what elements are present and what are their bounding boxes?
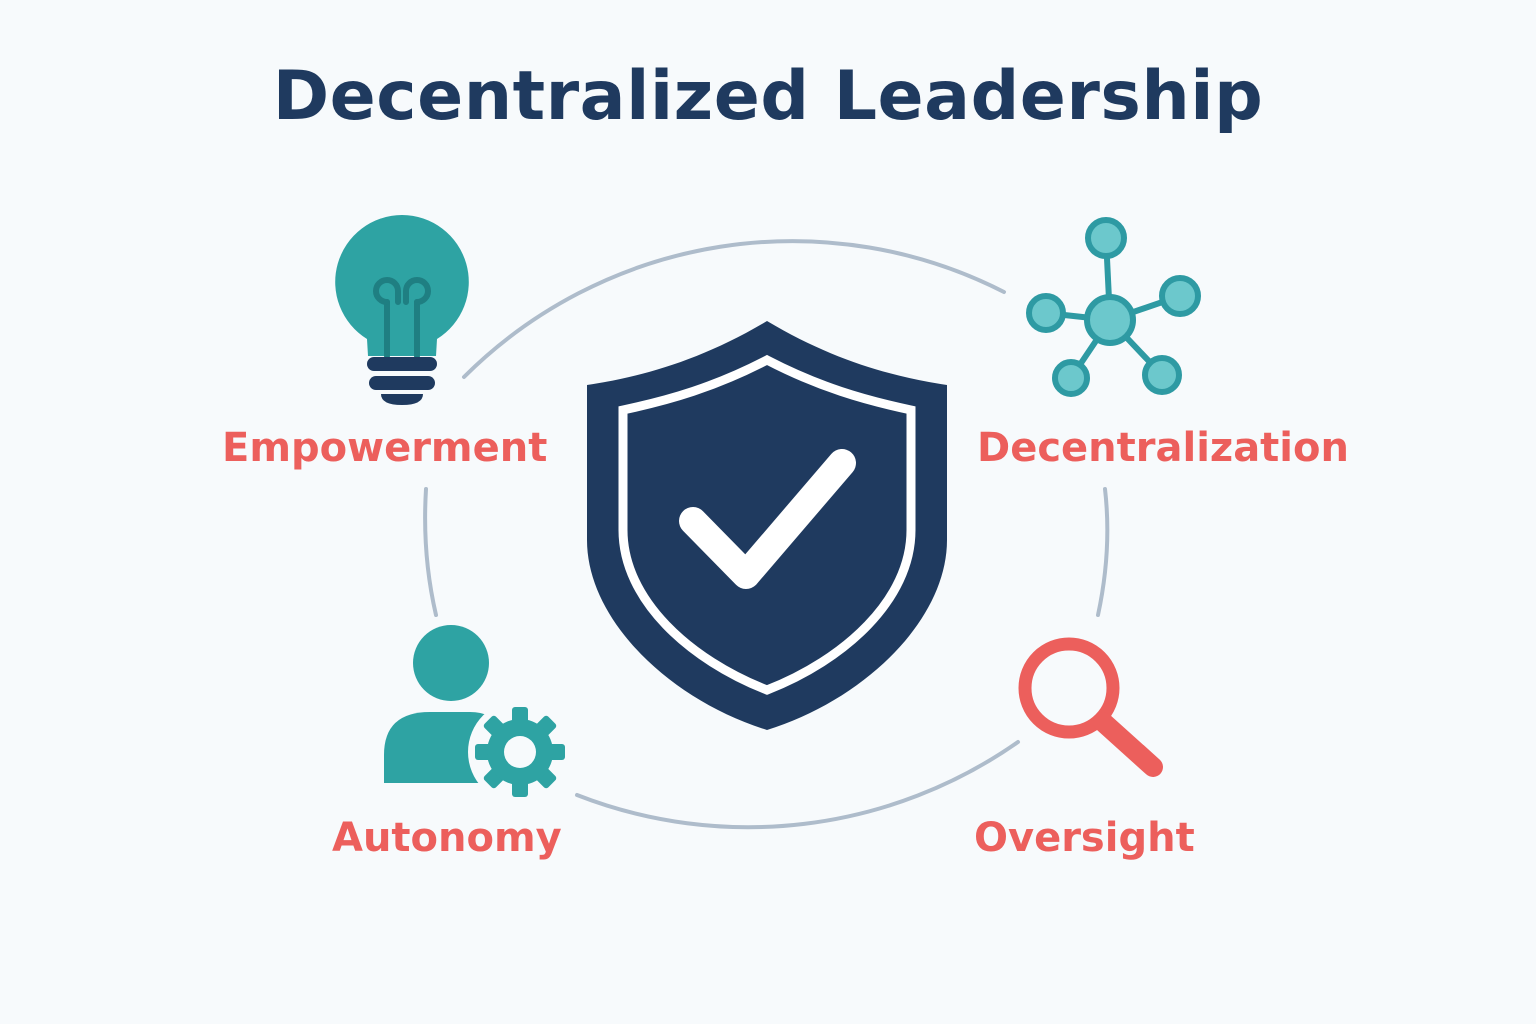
shield-check-icon [587,321,947,730]
ring-arc-bottom [575,740,1020,830]
checkmark-icon [679,449,856,589]
network-hub-icon [1026,217,1201,397]
ring-arc-top [462,239,1006,379]
label-oversight: Oversight [974,815,1195,861]
page-title: Decentralized Leadership [272,57,1264,136]
ring-arc-left [423,487,438,617]
label-empowerment: Empowerment [222,425,548,471]
gear-icon [468,700,572,804]
lightbulb-icon [335,215,469,405]
label-autonomy: Autonomy [332,815,562,861]
ring-arc-right [1096,487,1110,617]
person-gear-icon [384,625,572,804]
cycle-ring [423,239,1110,830]
label-decentralization: Decentralization [977,425,1349,471]
magnifier-icon [1018,637,1163,777]
